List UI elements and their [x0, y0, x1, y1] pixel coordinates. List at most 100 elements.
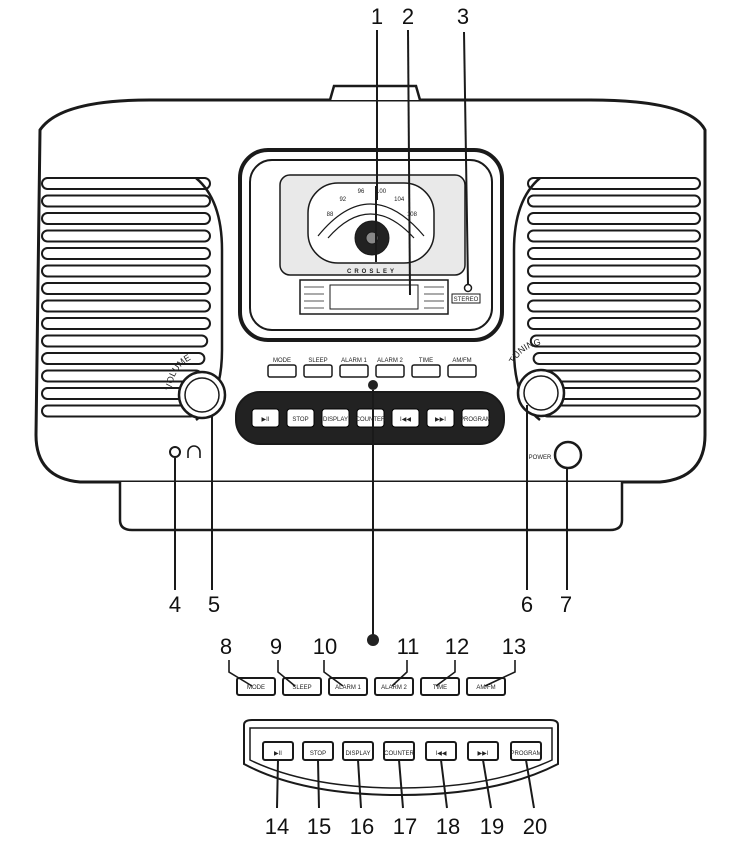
zoom-top-button-label: ALARM 1 — [335, 685, 361, 691]
callout-number-5: 5 — [207, 592, 221, 617]
grille-slot — [527, 229, 701, 243]
grille-slot — [41, 317, 211, 330]
transport-button-label: STOP — [292, 417, 308, 423]
dial-scale-arc-inner — [327, 213, 415, 239]
callout-number-2: 2 — [401, 4, 415, 29]
grille-slot — [41, 334, 209, 348]
callout-number-20: 20 — [522, 814, 548, 839]
front-button-label: SLEEP — [308, 358, 327, 364]
grille-slot — [527, 247, 701, 260]
radio-base — [118, 482, 624, 532]
grille-slot — [527, 194, 701, 208]
callout-number-4: 4 — [168, 592, 182, 617]
grille-slot — [527, 317, 701, 330]
front-button-am/fm — [447, 364, 477, 378]
grille-slot — [41, 352, 206, 365]
front-button-label: ALARM 2 — [377, 358, 403, 364]
leader-line — [276, 759, 279, 809]
transport-button-label: ▶▶I — [435, 417, 446, 423]
dial-brand-logo: CROSLEY — [347, 269, 397, 275]
transport-button — [251, 408, 280, 428]
grille-slot — [41, 247, 211, 260]
zoom-top-button-am/fm — [466, 677, 506, 696]
stereo-badge — [451, 293, 481, 304]
grille-slot — [527, 299, 701, 313]
grille-slot — [41, 404, 197, 418]
zoom-top-button-label: AM/FM — [476, 685, 495, 691]
front-button-mode — [267, 364, 297, 378]
leader-line — [317, 759, 320, 809]
grille-slot — [41, 387, 200, 400]
dial-scale-arc — [317, 203, 425, 237]
leader-line — [407, 29, 411, 296]
headphone-jack — [169, 446, 181, 458]
grille-slot — [41, 212, 211, 225]
dial-scale-number: 88 — [327, 212, 334, 218]
tuning-knob-inner — [523, 375, 559, 411]
left-speaker-grille — [41, 177, 224, 421]
zoom-top-leader — [435, 660, 456, 687]
zoom-transport-button-label: ▶▶I — [478, 751, 489, 757]
leader-line — [357, 759, 362, 809]
top-handle — [328, 84, 422, 101]
zoom-top-button-time — [420, 677, 460, 696]
callout-number-17: 17 — [392, 814, 418, 839]
stereo-label: STEREO — [454, 297, 479, 303]
transport-button — [461, 408, 490, 428]
callout-number-1: 1 — [370, 4, 384, 29]
zoom-top-button-label: SLEEP — [292, 685, 311, 691]
callout-leader-lines — [174, 29, 568, 809]
grille-slot — [527, 282, 701, 295]
zoom-link-dot — [367, 634, 379, 646]
transport-button — [321, 408, 350, 428]
front-button-alarm-2 — [375, 364, 405, 378]
grille-slot — [41, 194, 211, 208]
zoom-top-leader — [228, 660, 253, 687]
callout-number-9: 9 — [269, 634, 283, 659]
zoom-transport-button-label: STOP — [310, 751, 326, 757]
grille-slot — [527, 264, 701, 278]
dial-scale-number: 104 — [394, 197, 405, 203]
front-button-label: AM/FM — [452, 358, 471, 364]
callout-number-14: 14 — [264, 814, 290, 839]
callout-number-7: 7 — [559, 592, 573, 617]
callout-number-11: 11 — [396, 634, 420, 659]
front-button-sleep — [303, 364, 333, 378]
zoom-top-button-sleep — [282, 677, 322, 696]
zoom-top-button-label: MODE — [247, 685, 265, 691]
transport-button-label: ▶II — [262, 417, 270, 423]
dial-scale-number: 100 — [376, 189, 387, 195]
lcd-screen — [329, 284, 419, 310]
callout-number-12: 12 — [444, 634, 470, 659]
grille-slot — [541, 404, 701, 418]
power-label: POWER — [529, 455, 552, 461]
grille-slot — [527, 212, 701, 225]
grille-slot — [532, 352, 701, 365]
callout-number-6: 6 — [520, 592, 534, 617]
front-button-time — [411, 364, 441, 378]
zoom-transport-button-label: DISPLAY — [346, 751, 371, 757]
transport-button — [286, 408, 315, 428]
callout-number-13: 13 — [501, 634, 527, 659]
dial-scale-number: 92 — [339, 197, 346, 203]
transport-button-label: DISPLAY — [323, 417, 348, 423]
dial-scale-number: 96 — [358, 189, 365, 195]
leader-line — [482, 759, 492, 809]
zoom-transport-button-label: ▶II — [274, 751, 282, 757]
transport-button — [391, 408, 420, 428]
zoom-top-button-label: ALARM 2 — [381, 685, 407, 691]
leader-line — [463, 31, 469, 285]
front-button-label: ALARM 1 — [341, 358, 367, 364]
power-button — [553, 440, 583, 470]
zoom-top-leader — [391, 660, 408, 687]
zoom-top-button-alarm-2 — [374, 677, 414, 696]
zoom-top-leader — [323, 660, 344, 687]
grille-slot — [527, 177, 701, 190]
grille-slot — [41, 177, 211, 190]
transport-button — [426, 408, 455, 428]
callout-number-8: 8 — [219, 634, 233, 659]
callout-number-16: 16 — [349, 814, 375, 839]
